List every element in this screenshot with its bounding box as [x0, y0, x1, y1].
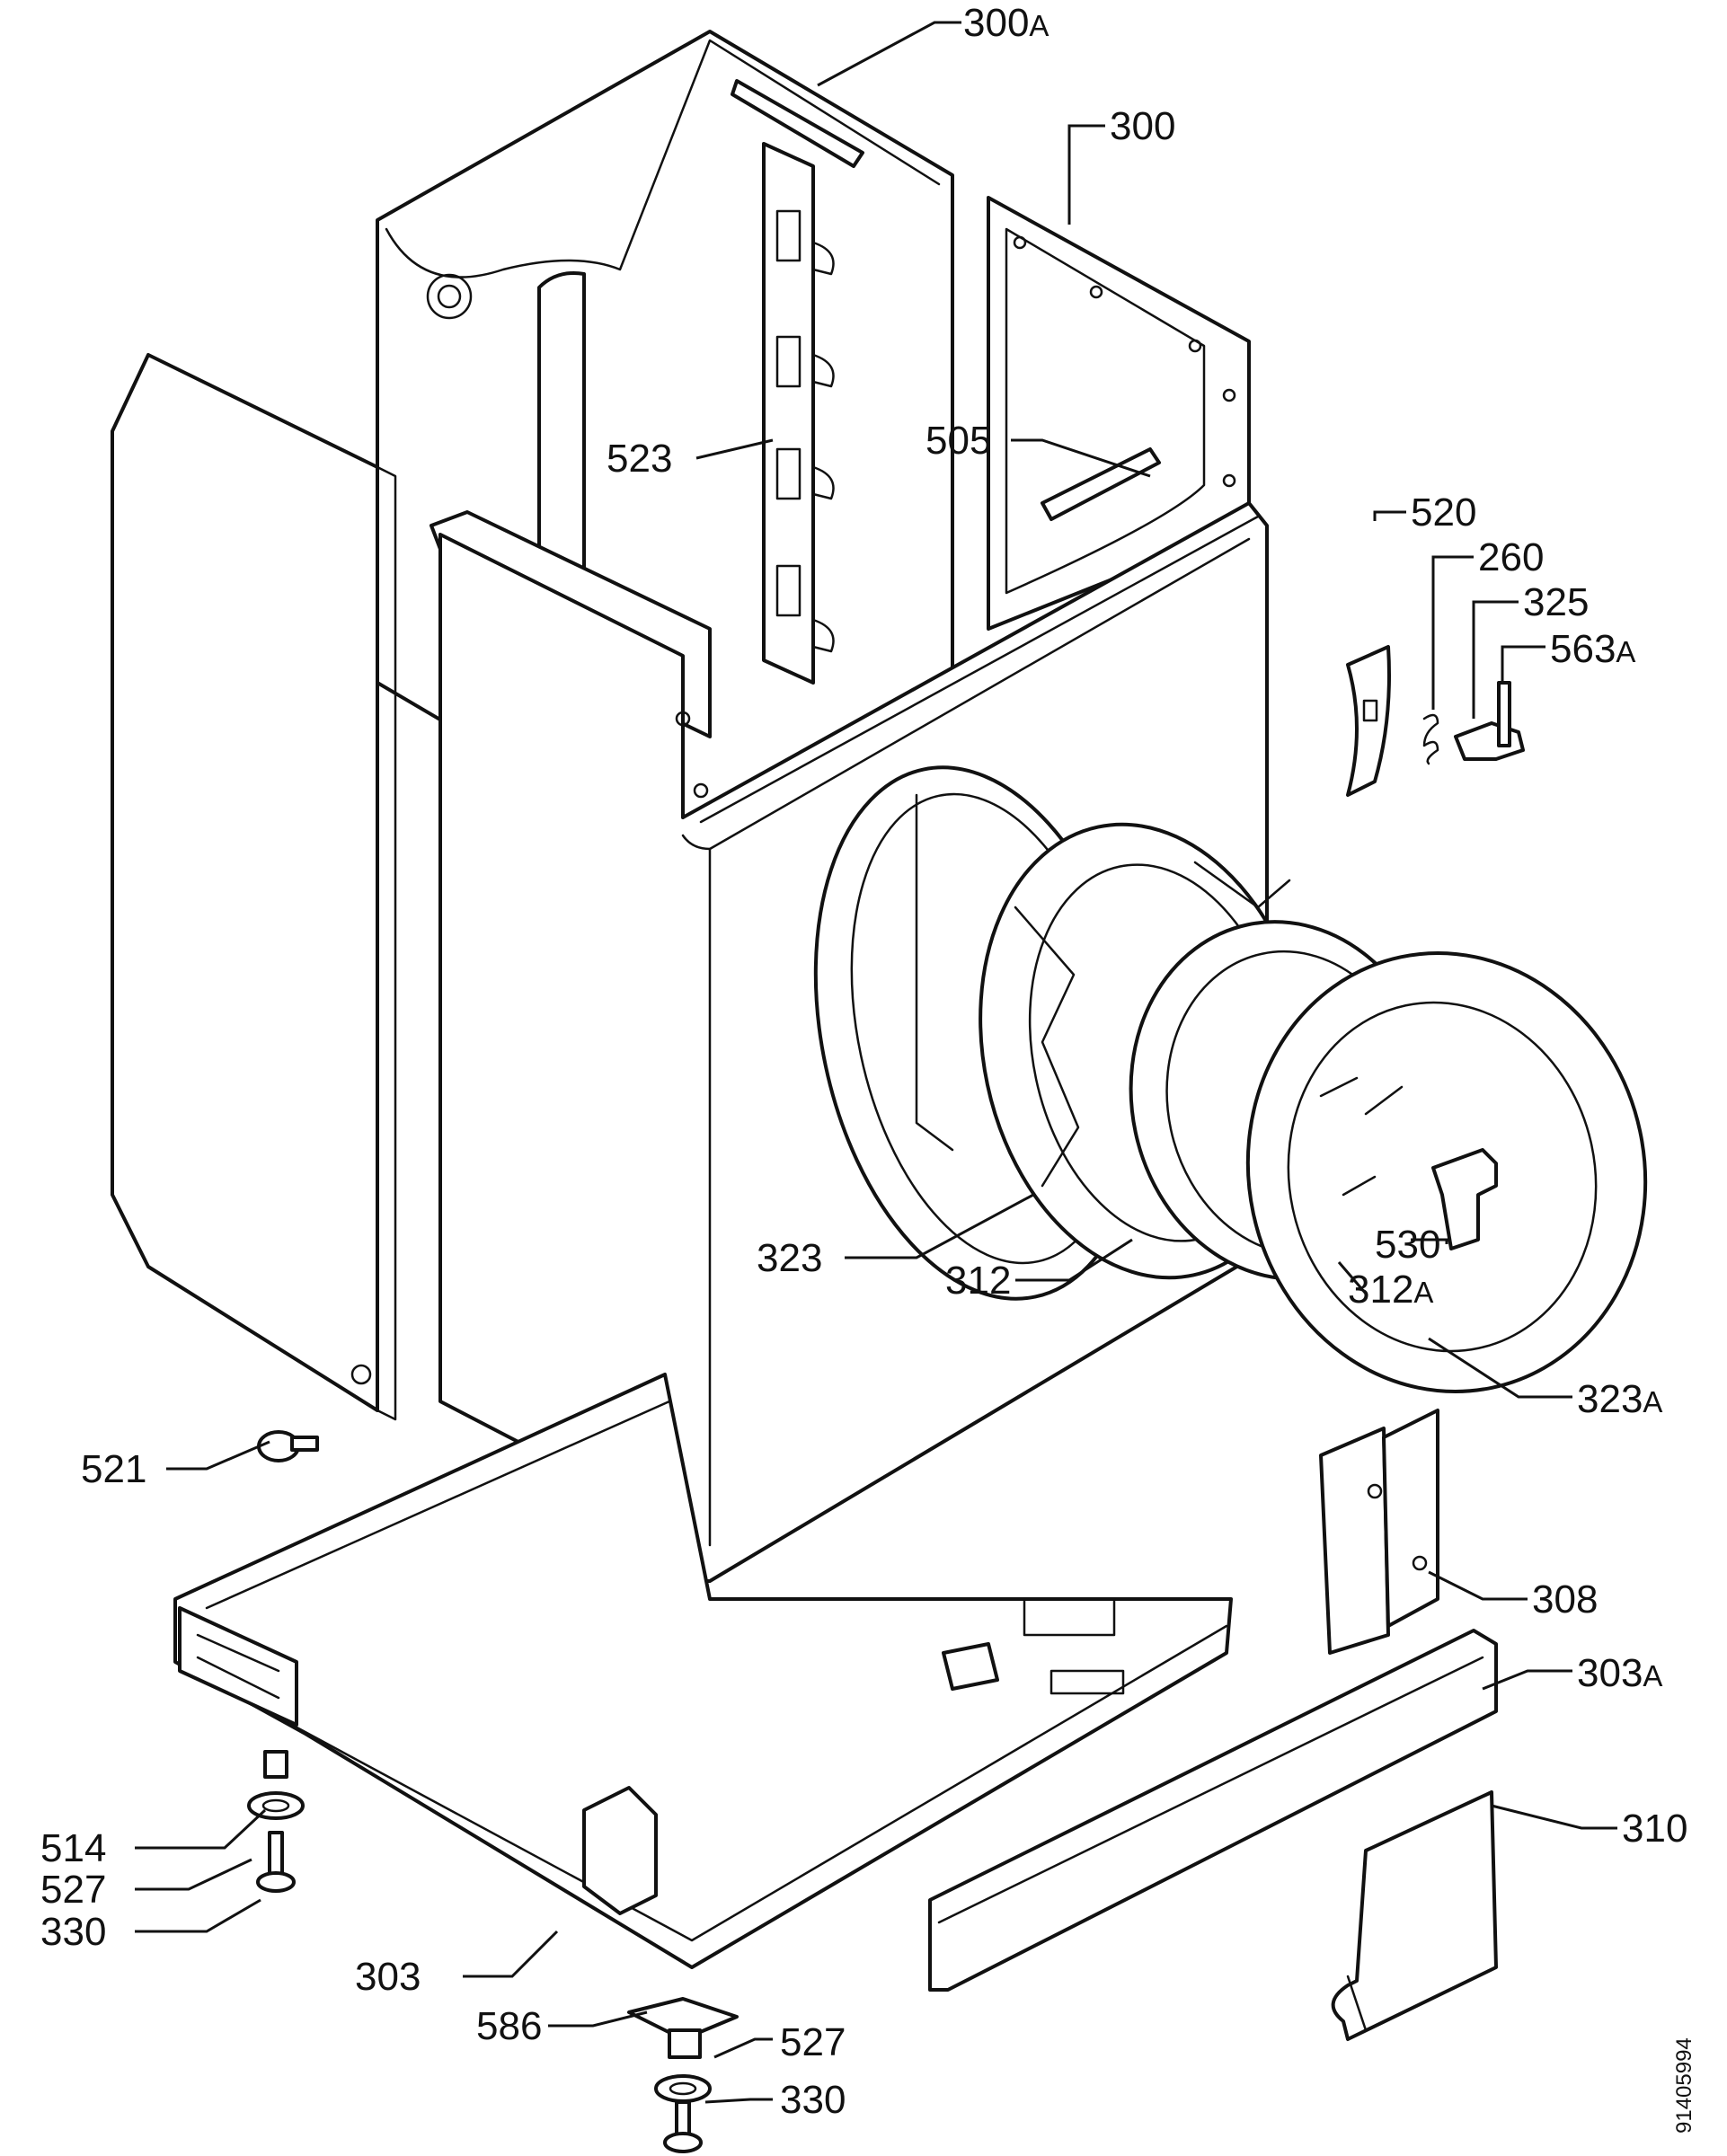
lever-325 — [1454, 721, 1525, 761]
label-323a: 323A — [1577, 1377, 1662, 1421]
part-labels: 300A 300 523 505 520 260 325 563A 323 31… — [40, 1, 1687, 2122]
label-563a: 563A — [1550, 627, 1635, 671]
foot-center — [627, 1997, 739, 2153]
label-323: 323 — [757, 1236, 822, 1280]
label-312a: 312A — [1348, 1268, 1433, 1312]
label-300: 300 — [1110, 104, 1175, 148]
label-505: 505 — [925, 419, 991, 463]
label-260: 260 — [1478, 535, 1544, 579]
screw-521 — [257, 1430, 319, 1462]
rod-505 — [1041, 447, 1161, 521]
side-panel-left — [111, 353, 397, 1421]
document-number: 91405994 — [1672, 2037, 1696, 2134]
label-325: 325 — [1523, 580, 1589, 624]
panel-310 — [1331, 1790, 1498, 2041]
label-527-left: 527 — [40, 1868, 106, 1912]
label-330-left: 330 — [40, 1910, 106, 1954]
label-523: 523 — [607, 437, 672, 481]
label-330-center: 330 — [780, 2078, 846, 2122]
kick-plate-303a — [928, 1629, 1498, 1992]
label-521: 521 — [81, 1447, 146, 1491]
leader-lines — [135, 21, 1617, 2104]
label-514: 514 — [40, 1826, 106, 1870]
label-310: 310 — [1622, 1807, 1687, 1851]
label-520: 520 — [1411, 490, 1476, 535]
latch-530 — [1431, 1148, 1498, 1250]
label-300a: 300A — [963, 1, 1049, 45]
label-586: 586 — [476, 2004, 542, 2048]
rail-523 — [762, 142, 835, 685]
label-303a: 303A — [1577, 1651, 1662, 1695]
hinge-cover-slot — [1362, 699, 1378, 722]
base-frame-303 — [173, 1373, 1233, 1969]
hinge-308 — [1319, 1409, 1439, 1655]
foot-left — [247, 1750, 305, 1893]
label-527-center: 527 — [780, 2020, 846, 2064]
label-530: 530 — [1375, 1223, 1440, 1267]
pin-563a — [1497, 681, 1511, 747]
label-303: 303 — [355, 1955, 421, 1999]
label-308: 308 — [1532, 1577, 1598, 1621]
spring-260 — [1422, 713, 1439, 765]
label-312: 312 — [945, 1259, 1011, 1303]
